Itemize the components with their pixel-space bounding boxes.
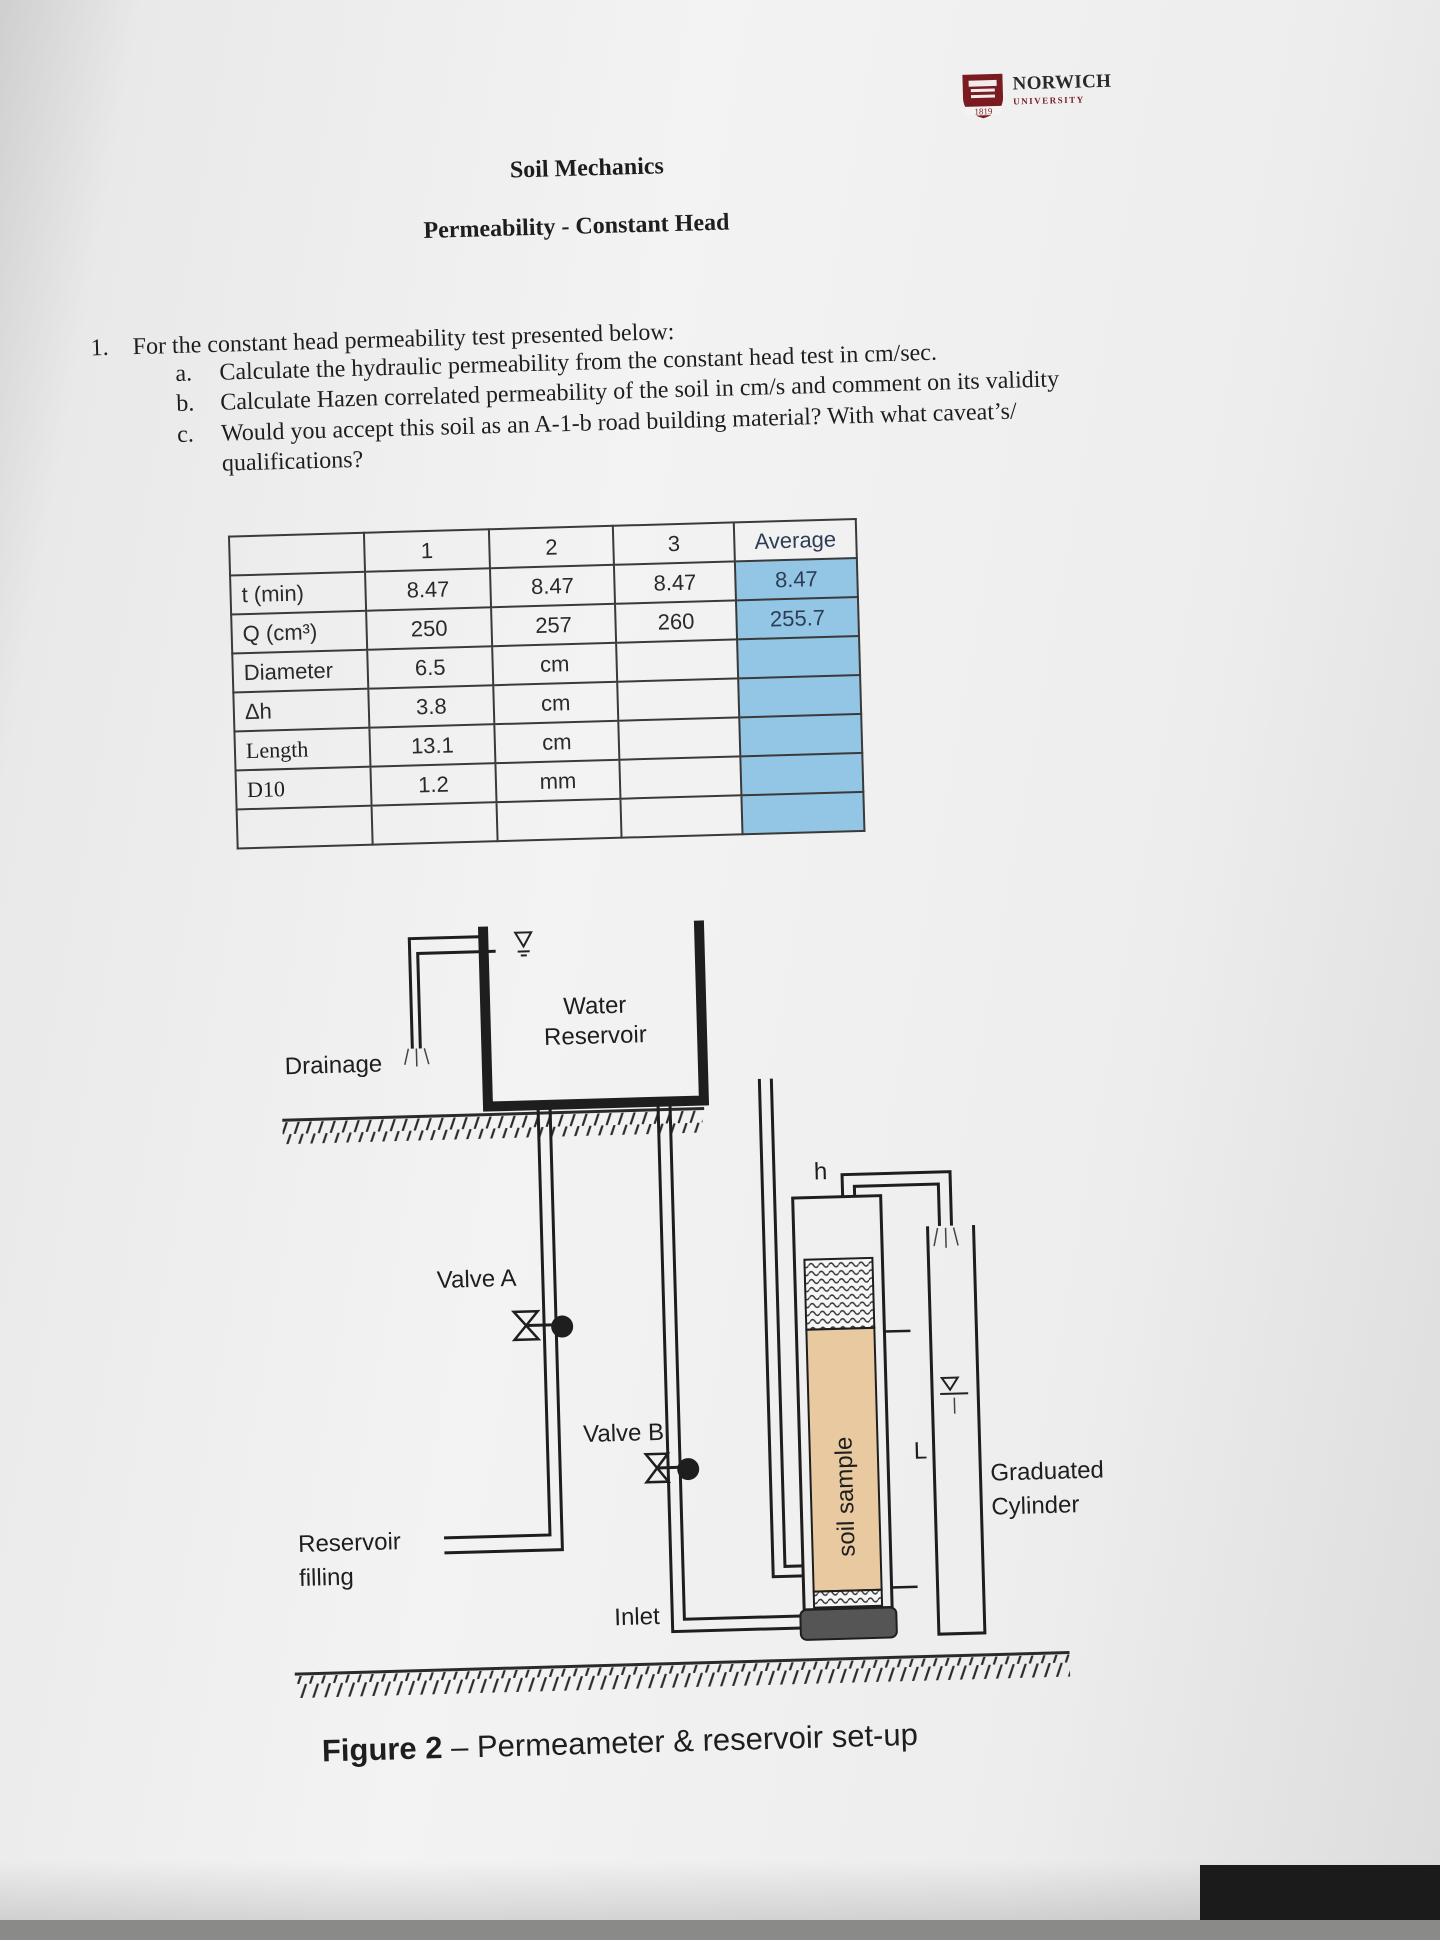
l-label: L [913, 1437, 927, 1464]
water-reservoir-tank [409, 921, 704, 1109]
graduated-cylinder [928, 1225, 985, 1634]
inlet-label: Inlet [614, 1603, 660, 1631]
graduated-label-2: Cylinder [991, 1491, 1080, 1520]
water-level-icon [515, 932, 532, 955]
reservoir-filling-label-2: filling [299, 1563, 354, 1592]
graduated-label-1: Graduated [990, 1456, 1104, 1486]
h-label: h [814, 1158, 828, 1185]
cylinder-water-level-icon [940, 1377, 969, 1414]
reservoir-label: Reservoir [544, 1021, 647, 1051]
lower-ground-hatch [295, 1653, 1070, 1699]
reservoir-filling-label-1: Reservoir [298, 1528, 401, 1558]
supply-pipe-a [432, 1105, 562, 1553]
drainage-flow-icon [404, 1048, 428, 1067]
figure-caption-number: Figure 2 [321, 1730, 443, 1768]
upper-ground-hatch [282, 1109, 705, 1145]
soil-sample-label: soil sample [830, 1436, 860, 1557]
drainage-label: Drainage [284, 1050, 382, 1080]
outflow-icon [934, 1227, 959, 1248]
valve-b-label: Valve B [583, 1419, 665, 1448]
valve-b-icon [646, 1453, 700, 1482]
valve-a-label: Valve A [436, 1265, 516, 1294]
overflow-pipe [842, 1172, 951, 1229]
water-label: Water [563, 992, 627, 1021]
permeameter-column [789, 1195, 897, 1640]
